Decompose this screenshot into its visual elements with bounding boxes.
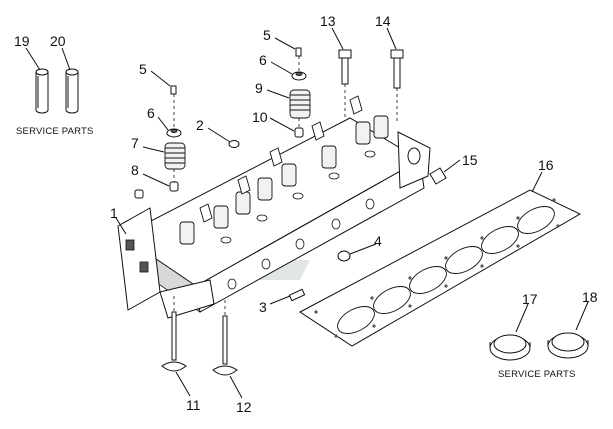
callout-19: 19 xyxy=(14,33,30,49)
valve-seal-8 xyxy=(169,181,179,192)
valve-spring-9 xyxy=(289,89,311,119)
plug-4 xyxy=(337,250,351,262)
callout-2: 2 xyxy=(196,117,204,133)
callout-3: 3 xyxy=(259,299,267,315)
valve-seal-10 xyxy=(294,127,304,138)
plug-15 xyxy=(429,167,447,185)
spring-retainer-6-right xyxy=(291,71,307,81)
callout-11: 11 xyxy=(186,397,201,413)
callout-8: 8 xyxy=(131,162,139,178)
callout-20: 20 xyxy=(50,33,66,49)
callout-12: 12 xyxy=(236,399,252,415)
callout-7: 7 xyxy=(131,135,139,151)
intake-valve-11 xyxy=(161,311,187,372)
plug-left xyxy=(134,189,144,199)
callout-1: 1 xyxy=(110,205,118,221)
valve-guide-20 xyxy=(65,68,79,114)
head-bolt-13 xyxy=(338,49,352,85)
valve-guide-19 xyxy=(35,68,49,114)
callout-18: 18 xyxy=(582,289,598,305)
cylinder-head-1 xyxy=(117,95,431,319)
callout-15: 15 xyxy=(462,152,478,168)
callout-5-right: 5 xyxy=(263,27,271,43)
spring-retainer-6-left xyxy=(166,128,182,138)
head-gasket-16 xyxy=(299,189,582,347)
callout-14: 14 xyxy=(375,13,391,29)
callout-9: 9 xyxy=(255,80,263,96)
cap-2 xyxy=(228,140,240,148)
callout-4: 4 xyxy=(374,233,382,249)
callout-13: 13 xyxy=(320,13,336,29)
callout-6-left: 6 xyxy=(147,105,155,121)
callout-16: 16 xyxy=(538,157,554,173)
service-parts-label-left: SERVICE PARTS xyxy=(16,126,94,137)
liner-ring-17 xyxy=(489,334,531,361)
valve-spring-7 xyxy=(164,142,186,170)
callout-5-left: 5 xyxy=(139,61,147,77)
callout-6-right: 6 xyxy=(259,52,267,68)
head-bolt-14 xyxy=(390,49,404,89)
exhaust-valve-12 xyxy=(212,315,238,376)
service-parts-label-right: SERVICE PARTS xyxy=(498,369,576,380)
liner-ring-18 xyxy=(547,332,589,359)
callout-17: 17 xyxy=(522,291,538,307)
valve-key-5-left xyxy=(170,85,177,95)
plug-3 xyxy=(288,288,306,302)
valve-key-5-right xyxy=(295,47,302,57)
callout-10: 10 xyxy=(252,109,268,125)
